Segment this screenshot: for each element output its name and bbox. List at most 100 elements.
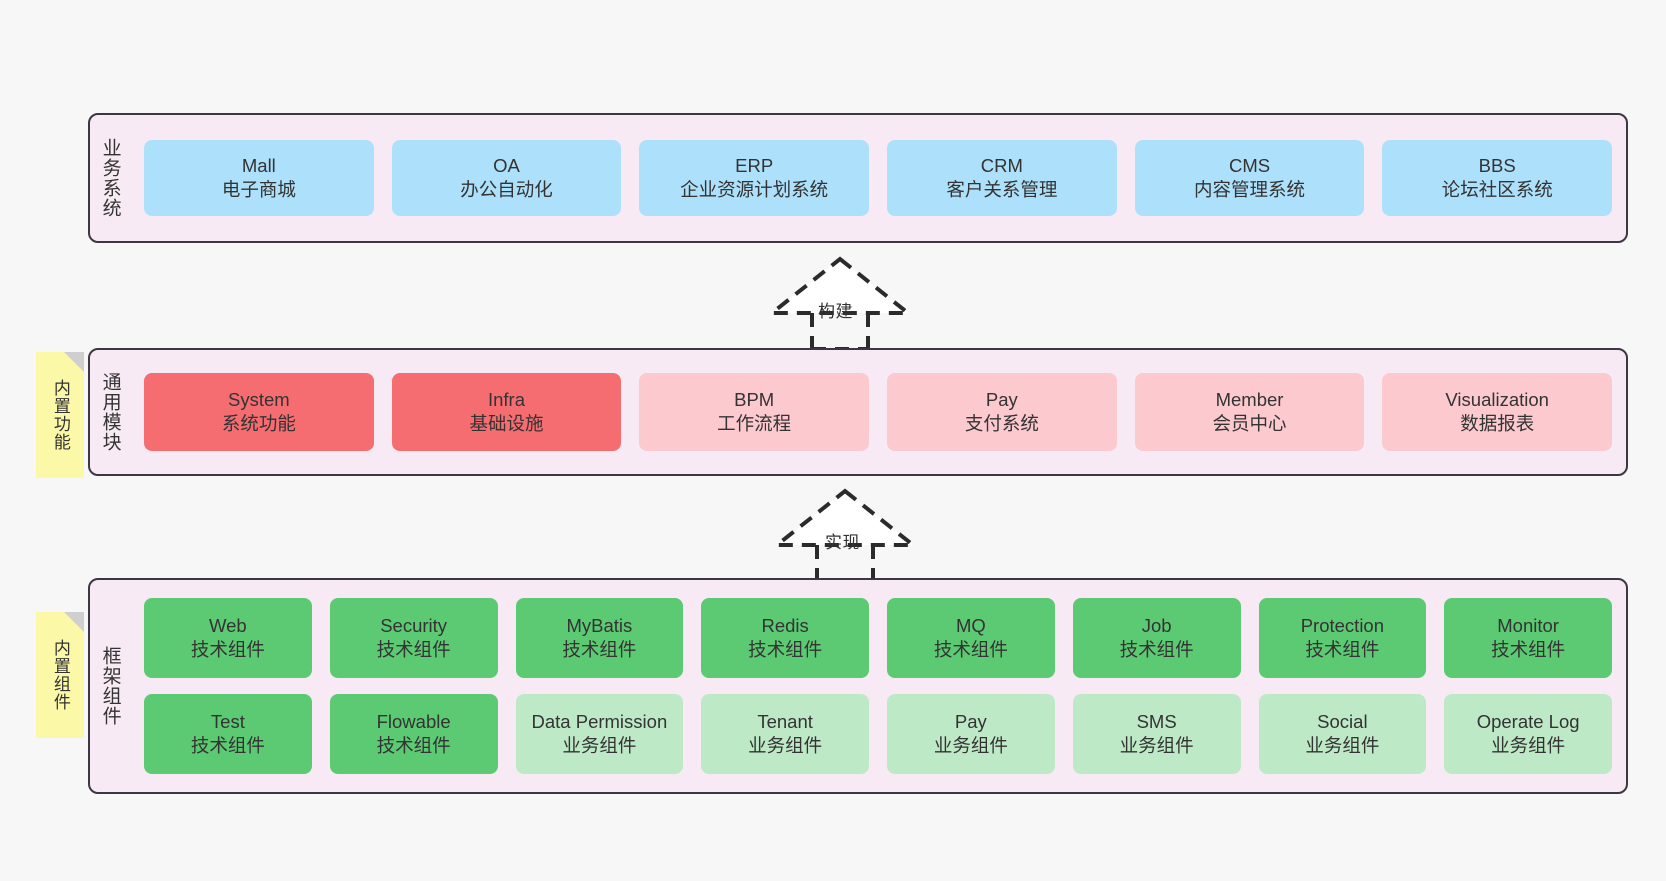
card-subtitle: 电子商城 (221, 179, 296, 200)
card-subtitle: 技术组件 (1491, 639, 1566, 660)
module-card-mq[interactable]: MQ 技术组件 (887, 598, 1055, 678)
card-title: Tenant (757, 710, 813, 732)
card-title: BBS (1478, 154, 1516, 176)
card-title: Data Permission (531, 710, 668, 732)
card-subtitle: 工作流程 (717, 413, 792, 434)
card-title: Pay (954, 710, 987, 732)
module-card-mybatis[interactable]: MyBatis 技术组件 (515, 598, 684, 678)
card-subtitle: 技术组件 (190, 735, 265, 756)
card-title: Job (1141, 614, 1172, 636)
layer-body-framework: Web 技术组件 Security 技术组件 MyBatis 技术组件 Redi… (130, 580, 1626, 792)
card-subtitle: 业务组件 (933, 735, 1008, 756)
layer-row: Mall 电子商城 OA 办公自动化 ERP 企业资源计划系统 CRM 客户关系… (144, 140, 1613, 216)
card-title: Monitor (1497, 614, 1559, 636)
module-card-infra[interactable]: Infra 基础设施 (391, 373, 622, 451)
card-subtitle: 论坛社区系统 (1441, 179, 1553, 200)
module-card-sms[interactable]: SMS 业务组件 (1072, 694, 1241, 774)
card-subtitle: 技术组件 (748, 639, 823, 660)
module-card-web[interactable]: Web 技术组件 (144, 598, 312, 678)
card-title: Protection (1300, 614, 1385, 636)
card-subtitle: 业务组件 (562, 735, 637, 756)
card-title: Flowable (376, 710, 451, 732)
module-card-member[interactable]: Member 会员中心 (1134, 373, 1365, 451)
card-subtitle: 技术组件 (1305, 639, 1380, 660)
arrowhead-triangle (771, 488, 919, 547)
note-builtin-functions: 内置功能 (36, 352, 84, 478)
layer-framework-components: 框架组件 Web 技术组件 Security 技术组件 MyBatis 技术组件… (88, 578, 1628, 794)
module-card-pay-business[interactable]: Pay 业务组件 (887, 694, 1055, 774)
layer-row: System 系统功能 Infra 基础设施 BPM 工作流程 Pay 支付系统… (144, 373, 1613, 451)
card-title: Infra (487, 388, 526, 410)
layer-body-modules: System 系统功能 Infra 基础设施 BPM 工作流程 Pay 支付系统… (130, 350, 1626, 474)
card-title: CRM (980, 154, 1023, 176)
connector-implement-arrow: 实现 (771, 487, 935, 583)
layer-title-modules: 通用模块 (99, 372, 121, 452)
layer-common-modules: 通用模块 System 系统功能 Infra 基础设施 BPM 工作流程 Pay… (88, 348, 1628, 476)
card-subtitle: 客户关系管理 (946, 179, 1058, 200)
module-card-tenant[interactable]: Tenant 业务组件 (701, 694, 869, 774)
module-card-redis[interactable]: Redis 技术组件 (701, 598, 869, 678)
module-card-oa[interactable]: OA 办公自动化 (391, 140, 622, 216)
module-card-pay[interactable]: Pay 支付系统 (887, 373, 1117, 451)
module-card-erp[interactable]: ERP 企业资源计划系统 (639, 140, 870, 216)
module-card-bbs[interactable]: BBS 论坛社区系统 (1382, 140, 1613, 216)
module-card-social[interactable]: Social 业务组件 (1258, 694, 1427, 774)
card-title: Operate Log (1476, 710, 1580, 732)
module-card-monitor[interactable]: Monitor 技术组件 (1444, 598, 1612, 678)
module-card-flowable[interactable]: Flowable 技术组件 (329, 694, 498, 774)
note-builtin-components: 内置组件 (36, 612, 84, 738)
module-card-data-permission[interactable]: Data Permission 业务组件 (515, 694, 684, 774)
card-title: ERP (735, 154, 774, 176)
card-subtitle: 技术组件 (562, 639, 637, 660)
module-card-visualization[interactable]: Visualization 数据报表 (1382, 373, 1613, 451)
card-subtitle: 办公自动化 (460, 179, 553, 200)
card-subtitle: 系统功能 (221, 413, 296, 434)
module-card-job[interactable]: Job 技术组件 (1072, 598, 1241, 678)
card-subtitle: 技术组件 (190, 639, 265, 660)
card-title: OA (493, 154, 520, 176)
module-card-cms[interactable]: CMS 内容管理系统 (1134, 140, 1365, 216)
card-title: Test (210, 710, 245, 732)
module-card-system[interactable]: System 系统功能 (144, 373, 374, 451)
layer-body-business: Mall 电子商城 OA 办公自动化 ERP 企业资源计划系统 CRM 客户关系… (130, 115, 1626, 241)
note-fold-corner-icon (64, 352, 84, 372)
card-title: CMS (1228, 154, 1271, 176)
connector-build-arrow: 构建 (760, 255, 920, 351)
card-title: Mall (241, 154, 276, 176)
module-card-crm[interactable]: CRM 客户关系管理 (887, 140, 1117, 216)
card-subtitle: 业务组件 (1305, 735, 1380, 756)
connector-label-implement: 实现 (825, 533, 860, 552)
card-subtitle: 内容管理系统 (1194, 179, 1306, 200)
note-label: 内置功能 (50, 379, 70, 451)
card-title: MQ (955, 614, 986, 636)
card-title: Security (380, 614, 448, 636)
card-subtitle: 数据报表 (1460, 413, 1535, 434)
card-title: BPM (734, 388, 775, 410)
card-subtitle: 技术组件 (376, 735, 451, 756)
note-label: 内置组件 (50, 639, 70, 711)
card-title: Social (1317, 710, 1368, 732)
module-card-operate-log[interactable]: Operate Log 业务组件 (1444, 694, 1612, 774)
note-fold-corner-icon (64, 612, 84, 632)
card-subtitle: 技术组件 (933, 639, 1008, 660)
layer-row: Test 技术组件 Flowable 技术组件 Data Permission … (144, 694, 1612, 774)
module-card-bpm[interactable]: BPM 工作流程 (639, 373, 870, 451)
card-title: Pay (985, 388, 1018, 410)
card-title: System (227, 388, 290, 410)
card-subtitle: 业务组件 (748, 735, 823, 756)
card-subtitle: 业务组件 (1491, 735, 1566, 756)
card-title: SMS (1136, 710, 1177, 732)
card-title: Redis (761, 614, 809, 636)
card-subtitle: 技术组件 (1119, 639, 1194, 660)
arrowhead-triangle (766, 256, 914, 315)
module-card-protection[interactable]: Protection 技术组件 (1258, 598, 1427, 678)
module-card-mall[interactable]: Mall 电子商城 (144, 140, 374, 216)
layer-title-framework: 框架组件 (99, 646, 121, 726)
card-subtitle: 企业资源计划系统 (680, 179, 829, 200)
module-card-test[interactable]: Test 技术组件 (144, 694, 312, 774)
connector-label-build: 构建 (818, 302, 853, 321)
layer-title-business: 业务系统 (99, 138, 121, 218)
module-card-security[interactable]: Security 技术组件 (329, 598, 498, 678)
card-title: Member (1215, 388, 1284, 410)
